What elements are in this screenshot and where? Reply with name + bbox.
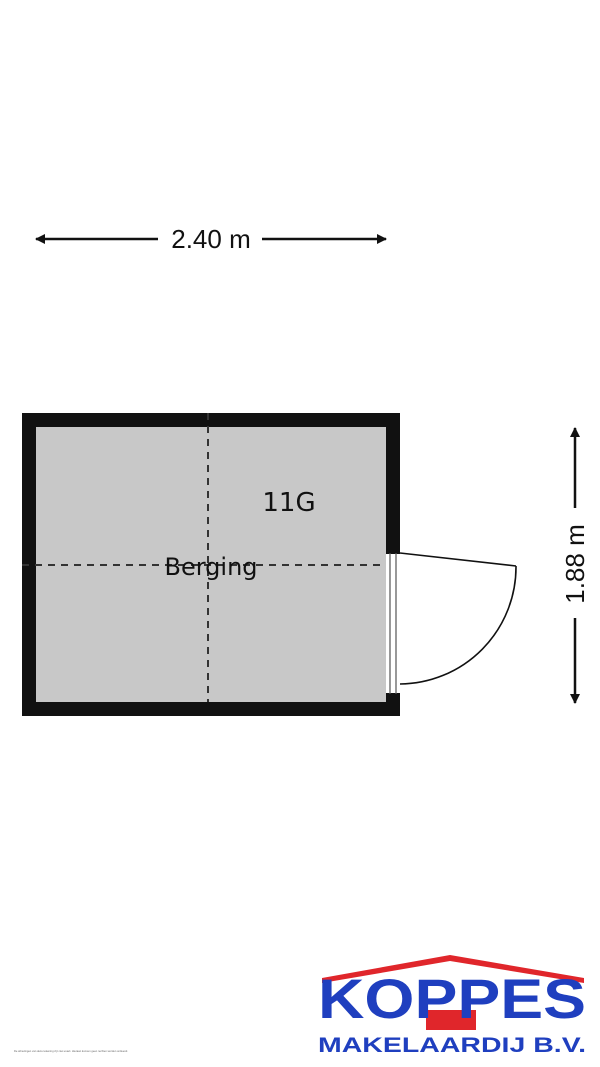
height-dimension: 1.88 m: [560, 427, 590, 704]
logo-roof: [322, 955, 584, 983]
door-swing-arc: [399, 565, 517, 685]
door-opening: [386, 553, 400, 694]
logo-chimney-bar: [426, 1010, 476, 1030]
unit-label: 11G: [262, 488, 315, 518]
room-name-label: Berging: [164, 553, 257, 581]
koppes-logo: KOPPES MAKELAARDIJ B.V.: [318, 955, 586, 1057]
disclaimer-text: De afmetingen van deze tekening zijn nie…: [14, 1049, 128, 1053]
width-dimension: 2.40 m: [35, 224, 387, 254]
logo-brand: KOPPES: [318, 967, 586, 1030]
logo-subtitle: MAKELAARDIJ B.V.: [318, 1034, 586, 1057]
door-leaf: [399, 552, 517, 567]
width-dimension-label: 2.40 m: [171, 224, 251, 254]
room: 11G Berging: [22, 413, 517, 716]
height-dimension-label: 1.88 m: [560, 524, 590, 604]
